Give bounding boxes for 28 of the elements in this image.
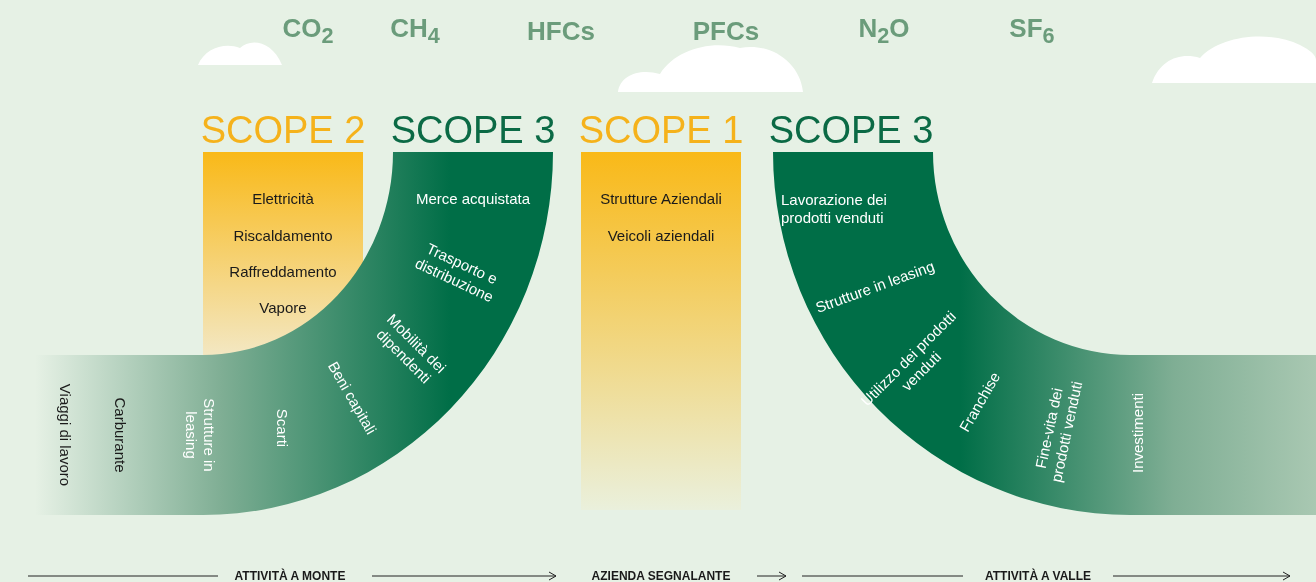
stage-label: ATTIVITÀ A MONTE — [234, 569, 346, 582]
category-label: Viaggi di lavoro — [56, 383, 74, 487]
gas-label: CH$_{4}$ — [390, 12, 440, 50]
gas-label: SF$_{6}$ — [1009, 12, 1055, 50]
scope-heading: SCOPE 3 — [390, 110, 556, 150]
gas-label: CO$_{2}$ — [282, 12, 334, 50]
category-label: Riscaldamento — [233, 227, 333, 245]
category-label: Veicoli aziendali — [607, 227, 715, 245]
gas-label: N$_{2}$O — [858, 12, 910, 50]
category-label: Merce acquistata — [415, 190, 531, 208]
category-label: Strutture in leasing — [813, 257, 937, 316]
category-label: Scarti — [273, 408, 291, 448]
scope-heading: SCOPE 3 — [768, 110, 934, 150]
category-label: Fine-vita dei prodotti venduti — [1030, 378, 1087, 486]
category-label: Vapore — [259, 299, 307, 317]
stage-label: AZIENDA SEGNALANTE — [591, 569, 731, 582]
category-label: Lavorazione dei prodotti venduti — [781, 191, 888, 227]
stage-label: ATTIVITÀ A VALLE — [985, 569, 1091, 582]
scope-heading: SCOPE 2 — [200, 110, 366, 150]
category-label: Strutture in leasing — [182, 397, 218, 474]
gas-label: PFCs — [692, 15, 760, 47]
category-label: Carburante — [111, 397, 129, 473]
category-label: Raffreddamento — [229, 263, 337, 281]
category-label: Elettricità — [252, 190, 314, 208]
category-label: Investimenti — [1129, 393, 1147, 473]
category-label: Strutture Aziendali — [600, 190, 722, 208]
gas-label: HFCs — [527, 15, 595, 47]
scope-heading: SCOPE 1 — [578, 110, 744, 150]
